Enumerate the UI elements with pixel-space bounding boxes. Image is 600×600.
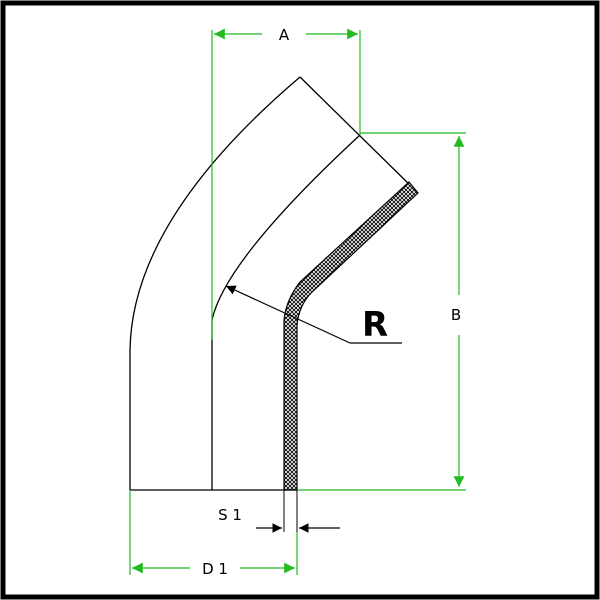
- dim-a-label: A: [279, 26, 290, 44]
- dim-s1-label: S 1: [218, 506, 242, 524]
- bend-end-face: [299, 76, 416, 191]
- dim-d1-label: D 1: [202, 560, 228, 578]
- hatched-wall-section: [283, 181, 419, 491]
- dim-b-label: B: [451, 306, 461, 324]
- inner-bend-curve: [211, 134, 361, 490]
- radius-leader-line: [225, 285, 351, 344]
- outer-bend-curve: [129, 76, 301, 490]
- radius-label: R: [362, 305, 388, 345]
